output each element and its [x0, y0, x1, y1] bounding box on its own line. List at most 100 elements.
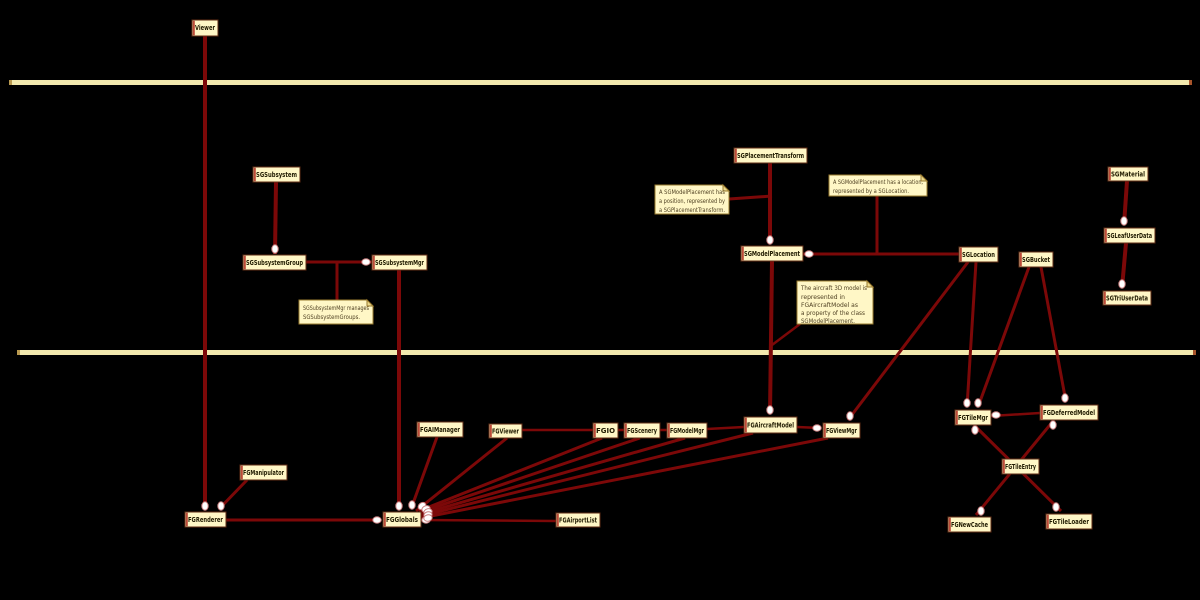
- class-box: [743, 416, 798, 434]
- class-sgplacementtransform[interactable]: SGPlacementTransform: [733, 147, 808, 164]
- class-fgairportlist[interactable]: FGAirportList: [555, 512, 601, 528]
- class-label: FGTileEntry: [1005, 463, 1036, 471]
- class-sgmodelplacement[interactable]: SGModelPlacement: [740, 245, 804, 262]
- edge-fgglobals-fgairportlist: [420, 518, 557, 523]
- note-shape: [654, 184, 730, 215]
- note-text-line: A SGModelPlacement has: [659, 188, 725, 196]
- class-sglocation[interactable]: SGLocation: [958, 246, 999, 263]
- class-sgmaterial[interactable]: SGMaterial: [1107, 166, 1149, 182]
- class-box: [954, 409, 992, 426]
- class-box: [733, 147, 808, 164]
- class-fgmanipulator[interactable]: FGManipulator: [239, 464, 288, 481]
- class-fgaimanager[interactable]: FGAIManager: [416, 421, 464, 438]
- class-box: [740, 245, 804, 262]
- class-fgtileentry[interactable]: FGTileEntry: [1001, 458, 1040, 475]
- class-label: SGSubsystemMgr: [375, 259, 424, 267]
- class-box-accent: [556, 513, 559, 527]
- class-box-accent: [1046, 514, 1049, 529]
- class-fgnewcache[interactable]: FGNewCache: [947, 516, 992, 533]
- open-arrowhead: [804, 250, 814, 258]
- class-fgviewmgr[interactable]: FGViewMgr: [822, 422, 861, 439]
- open-arrowhead: [1061, 393, 1069, 403]
- class-fgtilemgr[interactable]: FGTileMgr: [954, 409, 992, 426]
- edge-fgviewmgr-fgglobals: [420, 436, 829, 520]
- class-box-accent: [253, 167, 256, 182]
- class-box: [1045, 513, 1093, 530]
- class-sgbucket[interactable]: SGBucket: [1018, 251, 1054, 268]
- open-arrowhead: [372, 516, 382, 524]
- edge-fgscenery-fgglobals: [420, 436, 641, 514]
- class-label: SGBucket: [1022, 256, 1050, 264]
- class-box-accent: [1103, 291, 1106, 305]
- association-edges: [203, 36, 1129, 523]
- edge-sgmodelplacement-fgaircraftmodel: [768, 260, 774, 415]
- class-label: FGModelMgr: [670, 427, 704, 435]
- class-box: [416, 421, 464, 438]
- class-label: FGRenderer: [188, 516, 223, 524]
- class-box: [666, 422, 708, 439]
- class-box-accent: [185, 512, 188, 527]
- note-text-line: a SGPlacementTransform.: [659, 206, 725, 214]
- class-box-accent: [1108, 167, 1111, 181]
- class-box-accent: [959, 247, 962, 262]
- note-text-line: The aircraft 3D model is: [800, 284, 867, 292]
- note-placement-location: A SGModelPlacement has a location, repre…: [828, 173, 929, 197]
- class-label: FGViewer: [492, 428, 519, 436]
- edge-sglocation-fgtilemgr: [965, 261, 978, 408]
- class-sgleafuserdata[interactable]: SGLeafUserData: [1103, 227, 1156, 244]
- open-arrowhead: [201, 501, 209, 511]
- class-label: SGLocation: [962, 251, 995, 259]
- note-text-line: SGSubsystemMgr manages: [303, 304, 369, 312]
- class-box: [239, 464, 288, 481]
- class-fgtileloader[interactable]: FGTileLoader: [1045, 513, 1093, 530]
- class-fgmodelmgr[interactable]: FGModelMgr: [666, 422, 708, 439]
- class-label: Viewer: [195, 24, 215, 32]
- class-box: [1107, 166, 1149, 182]
- class-fgglobals[interactable]: FGGlobals: [382, 511, 422, 528]
- edge-sgbucket-fgtilemgr: [976, 266, 1031, 408]
- class-sgsubsystemmgr[interactable]: SGSubsystemMgr: [371, 254, 428, 271]
- note-fold-corner: [866, 279, 875, 288]
- open-arrowhead: [846, 411, 854, 421]
- note-shape: [796, 280, 874, 325]
- edge-fgaircraftmodel-fgglobals: [420, 431, 754, 518]
- class-sgtriuserdata[interactable]: SGTriUserData: [1102, 290, 1152, 306]
- class-label: SGSubsystemGroup: [246, 259, 303, 267]
- class-box-accent: [955, 410, 958, 425]
- note-fold-corner: [366, 298, 375, 307]
- class-fgviewer[interactable]: FGViewer: [488, 423, 523, 439]
- edge-note-aircraft-model: [771, 323, 801, 346]
- class-box-accent: [624, 423, 627, 438]
- class-label: FGScenery: [627, 427, 657, 435]
- class-box-accent: [372, 255, 375, 270]
- open-arrowhead: [408, 500, 416, 510]
- class-label: FGIO: [596, 427, 615, 435]
- class-viewer[interactable]: Viewer: [191, 19, 219, 37]
- class-box: [1001, 458, 1040, 475]
- open-arrowhead: [271, 244, 279, 254]
- open-arrowhead: [217, 501, 225, 511]
- class-box: [191, 19, 219, 37]
- class-box: [252, 166, 301, 183]
- open-arrowhead: [1120, 216, 1128, 226]
- class-label: FGTileMgr: [958, 414, 988, 422]
- class-label: SGLeafUserData: [1107, 232, 1152, 240]
- class-box-accent: [823, 423, 826, 438]
- edge-fgaimanager-fgglobals: [409, 436, 439, 510]
- class-label: FGViewMgr: [826, 427, 857, 435]
- class-box: [184, 511, 227, 528]
- class-fgrenderer[interactable]: FGRenderer: [184, 511, 227, 528]
- class-fgio[interactable]: FGIO: [592, 422, 619, 439]
- class-fgscenery[interactable]: FGScenery: [623, 422, 661, 439]
- class-fgaircraftmodel[interactable]: FGAircraftModel: [743, 416, 798, 434]
- class-sgsubsystem[interactable]: SGSubsystem: [252, 166, 301, 183]
- class-box: [488, 423, 523, 439]
- class-box: [947, 516, 992, 533]
- open-arrowhead: [963, 398, 971, 408]
- note-text-line: SGSubsystemGroups.: [303, 313, 360, 321]
- class-fgdeferredmodel[interactable]: FGDeferredModel: [1039, 404, 1099, 421]
- open-arrowhead: [423, 514, 433, 522]
- class-box: [382, 511, 422, 528]
- class-sgsubsystemgroup[interactable]: SGSubsystemGroup: [242, 254, 307, 271]
